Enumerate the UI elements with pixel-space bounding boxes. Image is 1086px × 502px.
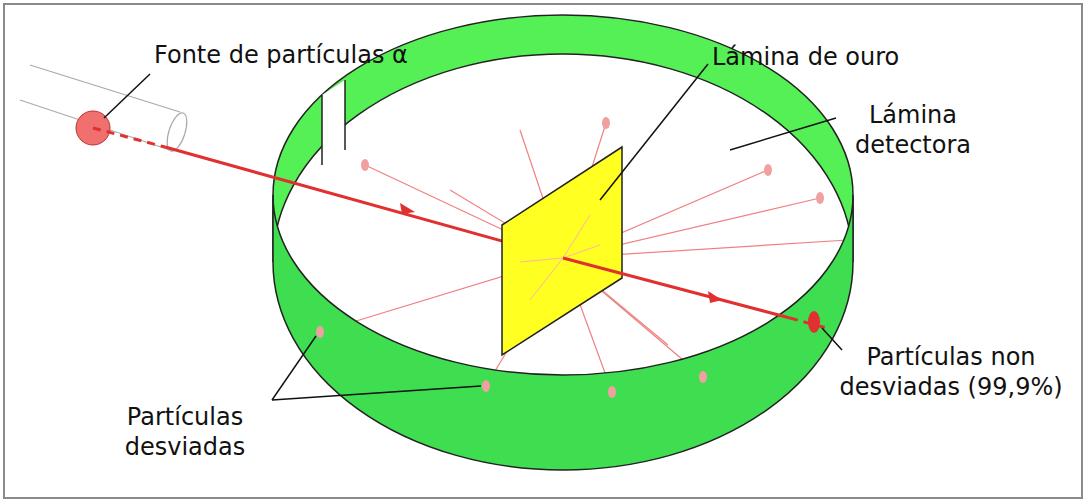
undeflected-beam [563, 258, 790, 318]
impact-dot [808, 311, 820, 333]
leader-lines [104, 64, 842, 400]
foil-rays [520, 215, 600, 300]
undeflected-label: Partículas non desviadas (99,9%) [836, 342, 1066, 402]
detector-hits [316, 117, 824, 398]
source-label: Fonte de partículas α [154, 40, 494, 70]
entry-slit [322, 80, 345, 165]
foil-label: Lámina de ouro [712, 42, 972, 72]
deflected-label: Partículas desviadas [95, 402, 275, 462]
frame [4, 4, 1082, 498]
detector-label: Lámina detectora [838, 100, 988, 160]
detector-front [273, 195, 853, 470]
gold-foil [502, 147, 622, 355]
alpha-source [20, 65, 191, 153]
